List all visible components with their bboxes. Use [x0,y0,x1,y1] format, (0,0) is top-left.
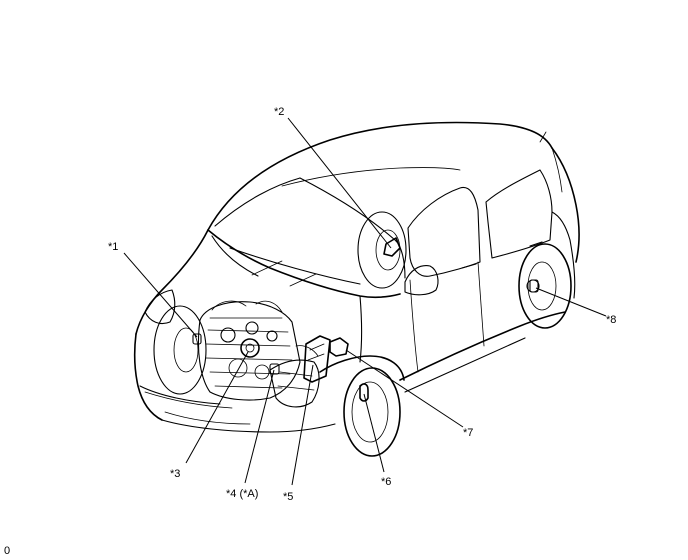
ecm-module [303,335,331,383]
rear-right-wheel-ghost [357,211,407,289]
callout-3: *3 [170,468,180,480]
callout-2: *2 [274,106,284,118]
front-left-wheel [343,367,401,457]
callout-8: *8 [606,314,616,326]
relay-box [329,337,349,357]
callout-6: *6 [381,476,391,488]
engine-assembly [192,300,320,408]
callout-5: *5 [283,491,293,503]
front-speed-sensor [359,383,369,402]
leader-lines [123,117,607,486]
callout-4: *4 (*A) [226,488,258,500]
callout-1: *1 [108,241,118,253]
combination-meter [383,237,401,257]
rear-speed-sensor [529,279,539,293]
figure-code: 0 [4,545,10,557]
callout-7: *7 [463,427,473,439]
rear-left-wheel [518,243,572,329]
car-body-outline [133,121,580,433]
front-right-wheel-ghost [153,305,207,395]
